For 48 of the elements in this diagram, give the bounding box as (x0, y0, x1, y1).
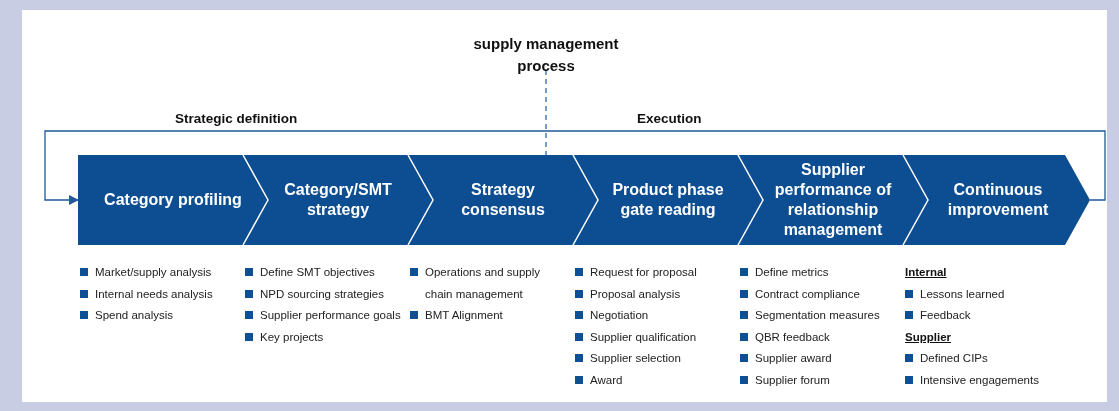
process-step (408, 155, 598, 245)
bullet-item: Intensive engagements (905, 369, 1065, 391)
chevron-divider (407, 154, 434, 246)
bullet-item: Feedback (905, 305, 1065, 327)
chevron-divider (572, 154, 599, 246)
bullet-item: Negotiation (575, 305, 735, 327)
section-label: Strategic definition (175, 111, 298, 126)
chevron-label: Product phase gate reading (611, 180, 725, 220)
process-step (78, 155, 268, 245)
chevron-divider (242, 154, 269, 246)
bullet-item: Defined CIPs (905, 348, 1065, 370)
bullet-item: Market/supply analysis (80, 262, 240, 284)
chevron-label: Category profiling (103, 190, 243, 210)
feedback-arrow (44, 130, 1106, 205)
bullet-item: Supplier performance goals (245, 305, 405, 327)
bullet-item: Lessons learned (905, 283, 1065, 305)
bullet-item: Operations and supply chain management (410, 262, 560, 305)
bullet-item: Segmentation measures (740, 305, 900, 327)
list-heading: Internal (905, 265, 948, 280)
process-step (243, 155, 433, 245)
bullet-item: Request for proposal (575, 262, 735, 284)
bullet-item: Spend analysis (80, 305, 240, 327)
bullet-item: QBR feedback (740, 326, 900, 348)
bullet-item: Key projects (245, 326, 405, 348)
list-heading: Supplier (905, 329, 952, 345)
chevron-label: Strategy consensus (460, 180, 546, 220)
process-step (903, 155, 1090, 245)
chevron-label: Continuous improvement (946, 180, 1050, 220)
bullet-item: Award (575, 369, 735, 391)
chevron-label: Category/SMT strategy (283, 180, 393, 220)
bullet-item: Supplier qualification (575, 326, 735, 348)
bullet-item: Supplier selection (575, 348, 735, 370)
bullet-item: Internal needs analysis (80, 283, 240, 305)
bullet-item: Define metrics (740, 262, 900, 284)
bullet-item: Proposal analysis (575, 283, 735, 305)
chevron-divider (737, 154, 764, 246)
chevron-divider (902, 154, 929, 246)
bullet-item: Contract compliance (740, 283, 900, 305)
bullet-item: Supplier award (740, 348, 900, 370)
chevron-label: Supplier performance of relationship management (773, 160, 893, 240)
bullet-item: Supplier forum (740, 369, 900, 391)
section-label: Execution (637, 111, 702, 126)
process-step (738, 155, 928, 245)
bullet-item: NPD sourcing strategies (245, 283, 405, 305)
process-step (573, 155, 763, 245)
diagram-title: supply management process (472, 34, 620, 76)
bullet-item: BMT Alignment (410, 305, 560, 327)
bullet-item: Define SMT objectives (245, 262, 405, 284)
